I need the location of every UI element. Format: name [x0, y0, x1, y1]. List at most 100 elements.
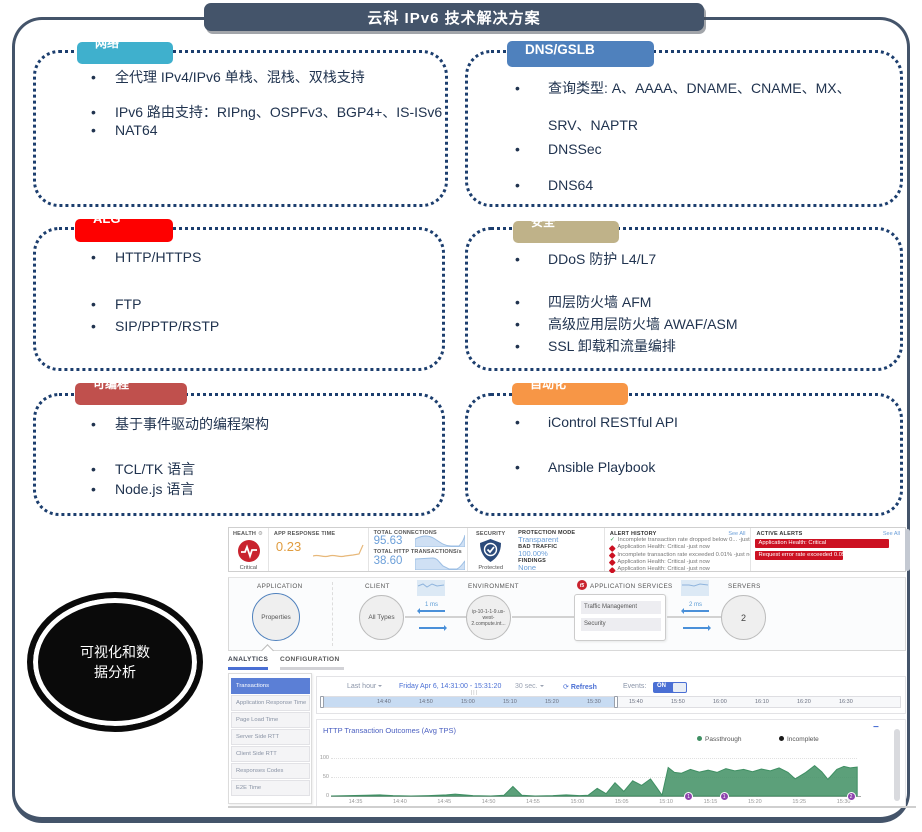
timeline-tick: 16:20: [797, 699, 811, 705]
incomplete-dot: [779, 736, 784, 741]
event-marker[interactable]: 1: [684, 791, 694, 801]
scrollbar-thumb-top[interactable]: [905, 529, 910, 571]
topology-strip: APPLICATION Properties CLIENT All Types …: [228, 577, 906, 657]
service-security[interactable]: Security: [581, 618, 661, 631]
connections-label: TOTAL CONNECTIONS: [373, 530, 437, 536]
alert-history-item: Application Health: Critical -just now: [605, 544, 751, 552]
bullet-item: Node.js 语言: [91, 479, 194, 499]
interval-select[interactable]: 30 sec.: [515, 683, 544, 690]
bullet-item: iControl RESTful API: [515, 412, 678, 432]
chart-xtick: 15:05: [614, 799, 629, 805]
bad-traffic-value: 100.00%: [518, 549, 548, 558]
sidebar-item-client-side-rtt[interactable]: Client Side RTT: [231, 746, 310, 762]
timeline-handle-left[interactable]: [320, 696, 324, 708]
protection-mode-label: PROTECTION MODE: [518, 530, 576, 536]
dashboard-bottom-edge: [228, 806, 916, 808]
timeline-tick: 15:30: [587, 699, 601, 705]
art-value: 0.23: [275, 539, 302, 554]
events-toggle[interactable]: ON: [653, 682, 687, 693]
svg-text:f5: f5: [580, 583, 585, 589]
connections-value: 95.63: [373, 535, 403, 547]
security-status: Protected: [478, 565, 504, 571]
timeline-tick: 16:00: [713, 699, 727, 705]
application-label: APPLICATION: [257, 583, 303, 590]
client-label: CLIENT: [365, 583, 390, 590]
sidebar-item-transactions[interactable]: Transactions: [231, 678, 310, 694]
range-select[interactable]: Last hour: [347, 683, 383, 690]
sidebar-item-page-load-time[interactable]: Page Load Time: [231, 712, 310, 728]
visualization-ellipse-text: 可视化和数据分析: [80, 644, 150, 680]
event-marker[interactable]: 1: [719, 791, 729, 801]
chart-panel: HTTP Transaction Outcomes (Avg TPS) − Pa…: [316, 719, 906, 807]
bullet-item: DNSSec: [515, 139, 601, 159]
server-latency-sparkline: [681, 580, 709, 596]
service-traffic-management[interactable]: Traffic Management: [581, 601, 661, 614]
alert-history-item: ✓Incomplete transaction rate dropped bel…: [609, 537, 751, 543]
findings-label: FINDINGS: [518, 558, 547, 564]
tab-analytics[interactable]: ANALYTICS: [228, 656, 269, 663]
client-node[interactable]: All Types: [359, 595, 404, 640]
active-alerts-title: ACTIVE ALERTS: [756, 531, 803, 537]
bad-traffic-label: BAD TRAFFIC: [518, 544, 558, 550]
refresh-button[interactable]: ⟳ Refresh: [563, 684, 597, 691]
tab-label-alg: ALG: [75, 219, 173, 242]
tab-configuration-underline: [280, 667, 344, 670]
alert-icon: [608, 559, 616, 566]
chart-xtick: 15:25: [792, 799, 807, 805]
chart-xtick: 14:55: [526, 799, 540, 805]
ytick-100: 100: [319, 755, 329, 761]
art-label: APP RESPONSE TIME: [273, 531, 336, 537]
alert-history-item: Application Health: Critical -just now: [605, 566, 751, 574]
active-alert-bar: Request error rate exceeded 0.05%: [755, 551, 844, 560]
bullet-item: SIP/PPTP/RSTP: [91, 316, 219, 336]
sidebar-item-responses-codes[interactable]: Responses Codes: [231, 763, 310, 779]
environment-node[interactable]: ip-10-1-1-9.us-west-2.compute.int...: [466, 595, 511, 640]
feature-box-network: 全代理 IPv4/IPv6 单栈、混栈、双栈支持IPv6 路由支持：RIPng、…: [33, 50, 448, 207]
sidebar-item-server-side-rtt[interactable]: Server Side RTT: [231, 729, 310, 745]
chart-xtick: 14:45: [437, 799, 452, 805]
timeline-tick: 16:30: [839, 699, 853, 705]
application-node[interactable]: Properties: [252, 593, 300, 641]
bullet-item: SSL 卸载和流量编排: [515, 336, 676, 356]
event-marker[interactable]: 2: [846, 791, 856, 801]
tab-label-automation: 自动化: [512, 383, 628, 405]
chart-xtick: 15:00: [570, 799, 585, 805]
security-cell: SECURITY Protected: [468, 528, 513, 571]
feature-box-security: DDoS 防护 L4/L7四层防火墙 AFM高级应用层防火墙 AWAF/ASMS…: [465, 227, 903, 371]
timeline-tick: 15:40: [629, 699, 643, 705]
ytick-50: 50: [322, 774, 329, 780]
bullet-item: 全代理 IPv4/IPv6 单栈、混栈、双栈支持: [91, 67, 365, 87]
server-latency: 2 ms: [689, 602, 703, 608]
sidebar-item-e2e-time[interactable]: E2E Time: [231, 780, 310, 796]
bullet-item: 基于事件驱动的编程架构: [91, 414, 269, 434]
tab-label-programmable: 可编程: [75, 383, 187, 405]
legend-passthrough: Passthrough: [697, 736, 742, 743]
scrollbar-thumb-chart[interactable]: [894, 729, 900, 801]
collapse-chart-button[interactable]: −: [873, 722, 879, 733]
servers-label: SERVERS: [728, 583, 761, 590]
health-status: Critical: [239, 565, 258, 571]
chart-xtick: 15:15: [703, 799, 718, 805]
bullet-item: 四层防火墙 AFM: [515, 292, 652, 312]
http-tx-value: 38.60: [373, 555, 403, 567]
timeline-tick: 15:10: [503, 699, 517, 705]
timeline-handle-right[interactable]: [614, 696, 618, 708]
active-alerts-see-all[interactable]: See All: [882, 531, 900, 537]
bullet-item: Ansible Playbook: [515, 457, 656, 477]
timeline-selection[interactable]: [322, 697, 616, 707]
servers-node[interactable]: 2: [721, 595, 766, 640]
bullet-item: DNS64: [515, 175, 593, 195]
chart-xtick: 15:10: [659, 799, 673, 805]
feature-box-programmable: 基于事件驱动的编程架构TCL/TK 语言Node.js 语言: [33, 393, 445, 516]
findings-value: None: [518, 563, 537, 572]
timeline-grip[interactable]: |||: [471, 690, 478, 696]
bullet-item: NAT64: [91, 120, 157, 140]
alert-history-see-all[interactable]: See All: [728, 531, 746, 537]
sidebar-item-application-response-time[interactable]: Application Response Time: [231, 695, 310, 711]
tab-configuration[interactable]: CONFIGURATION: [280, 656, 340, 663]
protection-mode-value: Transparent: [518, 535, 559, 544]
app-response-time-cell: APP RESPONSE TIME 0.23: [269, 528, 369, 571]
